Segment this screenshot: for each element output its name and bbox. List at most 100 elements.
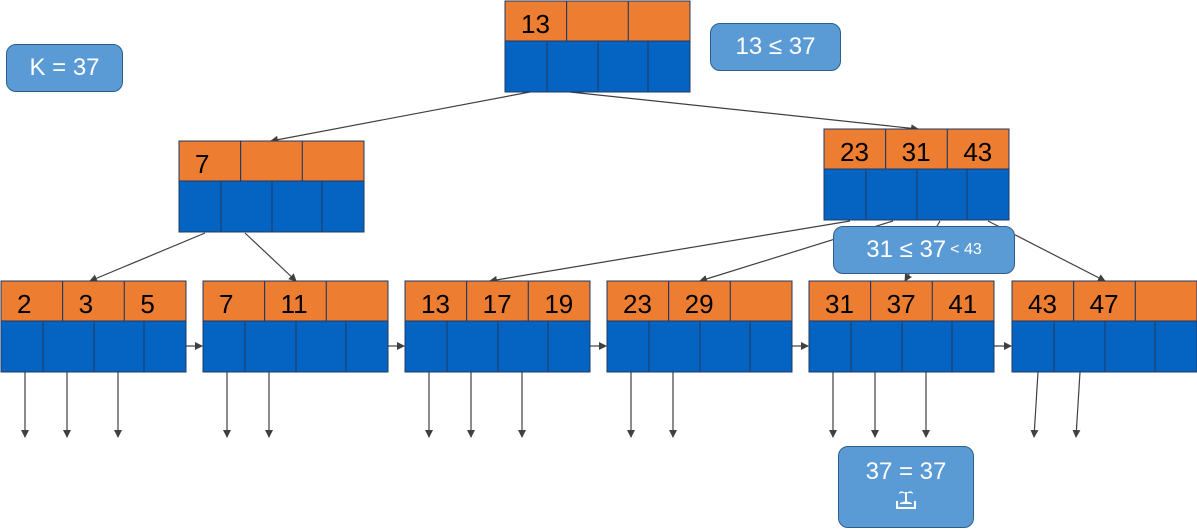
leaf-node-pointer-cell <box>404 320 448 373</box>
internal-node-pointer-cell <box>271 180 323 233</box>
leaf-node-pointer-cell <box>699 320 751 373</box>
leaf-node-key-label: 31 <box>825 289 854 319</box>
leaf-node-key-cell <box>527 280 591 322</box>
leaf-node-key-label: 2 <box>17 289 31 319</box>
leaf-node-pointer-cell <box>497 320 549 373</box>
internal-node: 23 31 43 <box>823 128 1010 221</box>
internal-node-key-cell <box>240 140 303 182</box>
leaf-node: 31 37 41 <box>808 280 995 373</box>
internal-comparison-label: 31 ≤ 37 < 43 <box>833 226 1015 274</box>
leaf-node-key-label: 7 <box>219 289 233 319</box>
internal-node: 7 <box>178 140 365 233</box>
leaf-node-pointer-cell <box>1011 320 1055 373</box>
edge-internal-to-leaf <box>489 220 851 284</box>
root-node-key-cell <box>627 0 691 42</box>
search-key-text: K = 37 <box>29 54 100 81</box>
leaf-node: 7 11 <box>202 280 389 373</box>
internal-node-key-label: 43 <box>963 137 992 167</box>
leaf-node-key-cell <box>1011 280 1075 322</box>
leaf-node-pointer-cell <box>93 320 145 373</box>
root-node-key-cell <box>504 0 568 42</box>
edge-internal-to-leaf <box>89 232 206 282</box>
internal-node-pointer-cell <box>865 168 918 221</box>
leaf-node-key-label: 3 <box>79 289 93 319</box>
record-pointer-arrow <box>1072 371 1081 438</box>
leaf-node-key-cell <box>1134 280 1197 322</box>
leaf-node-pointer-cell <box>446 320 499 373</box>
leaf-node-pointer-cell <box>244 320 297 373</box>
internal-node-key-cell <box>301 140 365 182</box>
root-comparison-text: 13 ≤ 37 <box>735 33 816 60</box>
leaf-node-key-cell <box>1073 280 1136 322</box>
leaf-node-key-label: 41 <box>948 289 977 319</box>
leaf-node-key-cell <box>0 280 64 322</box>
record-pointer-arrow <box>1030 371 1039 438</box>
internal-node-pointer-cell <box>321 180 365 233</box>
edge-root-to-right <box>569 91 919 133</box>
leaf-node: 2 3 5 <box>0 280 187 373</box>
root-node: 13 <box>504 0 691 93</box>
leaf-node-pointer-cell <box>1154 320 1197 373</box>
internal-node-pointer-cell <box>178 180 222 233</box>
leaf-node-key-cell <box>123 280 187 322</box>
leaf-node-pointer-cell <box>143 320 187 373</box>
internal-node-key-cell <box>178 140 242 182</box>
leaf-node-key-label: 43 <box>1028 289 1057 319</box>
leaf-node-pointer-cell <box>749 320 793 373</box>
edge-root-to-left <box>270 91 531 144</box>
root-node-pointer-cell <box>504 40 548 93</box>
leaf-node-pointer-cell <box>42 320 95 373</box>
internal-node-key-label: 7 <box>195 149 209 179</box>
leaf-node-key-label: 47 <box>1090 289 1119 319</box>
leaf-node-pointer-cell <box>202 320 246 373</box>
leaf-node-pointer-cell <box>606 320 650 373</box>
root-node-pointer-cell <box>597 40 649 93</box>
internal-comparison-text: 31 ≤ 37 <box>866 236 947 263</box>
internal-node-pointer-cell <box>916 168 968 221</box>
leaf-node-key-label: 23 <box>623 289 652 319</box>
leaf-node-pointer-cell <box>0 320 44 373</box>
leaf-node: 43 47 <box>1011 280 1197 373</box>
leaf-node-key-label: 11 <box>281 289 308 319</box>
root-node-key-cell <box>566 0 629 42</box>
leaf-node-pointer-cell <box>850 320 903 373</box>
leaf-node-pointer-cell <box>1053 320 1106 373</box>
leaf-node-key-cell <box>668 280 731 322</box>
leaf-node-pointer-cell <box>951 320 995 373</box>
root-comparison-label: 13 ≤ 37 <box>710 23 841 71</box>
edge-internal-to-leaf <box>244 232 297 282</box>
leaf-node-pointer-cell <box>547 320 591 373</box>
leaf-node-key-label: 29 <box>685 289 714 319</box>
leaf-node-key-cell <box>202 280 266 322</box>
leaf-node-key-label: 5 <box>140 289 154 319</box>
leaf-node-key-cell <box>606 280 670 322</box>
leaf-node-key-cell <box>808 280 872 322</box>
internal-node-key-label: 23 <box>840 137 869 167</box>
internal-node-pointer-cell <box>220 180 273 233</box>
leaf-node-key-label: 17 <box>483 289 512 319</box>
leaf-node-pointer-cell <box>345 320 389 373</box>
search-key-label: K = 37 <box>6 44 123 92</box>
leaf-node-key-label: 19 <box>544 289 573 319</box>
root-node-pointer-cell <box>647 40 691 93</box>
leaf-node-pointer-cell <box>901 320 953 373</box>
leaf-node-pointer-cell <box>1104 320 1156 373</box>
leaf-node-pointer-cell <box>808 320 852 373</box>
leaf-node-key-cell <box>325 280 389 322</box>
internal-comparison-upper-text: < 43 <box>950 241 982 258</box>
found-record-icon <box>894 488 918 517</box>
leaf-node-key-cell <box>729 280 793 322</box>
root-node-key-label: 13 <box>521 9 550 39</box>
leaf-match-label: 37 = 37 <box>838 446 974 528</box>
internal-node-pointer-cell <box>966 168 1010 221</box>
leaf-node-key-cell <box>264 280 327 322</box>
internal-node-key-label: 31 <box>902 137 931 167</box>
leaf-node-key-label: 37 <box>887 289 916 319</box>
leaf-node-key-cell <box>404 280 468 322</box>
leaf-node-pointer-cell <box>648 320 701 373</box>
leaf-node-key-cell <box>870 280 933 322</box>
leaf-node-key-cell <box>62 280 125 322</box>
